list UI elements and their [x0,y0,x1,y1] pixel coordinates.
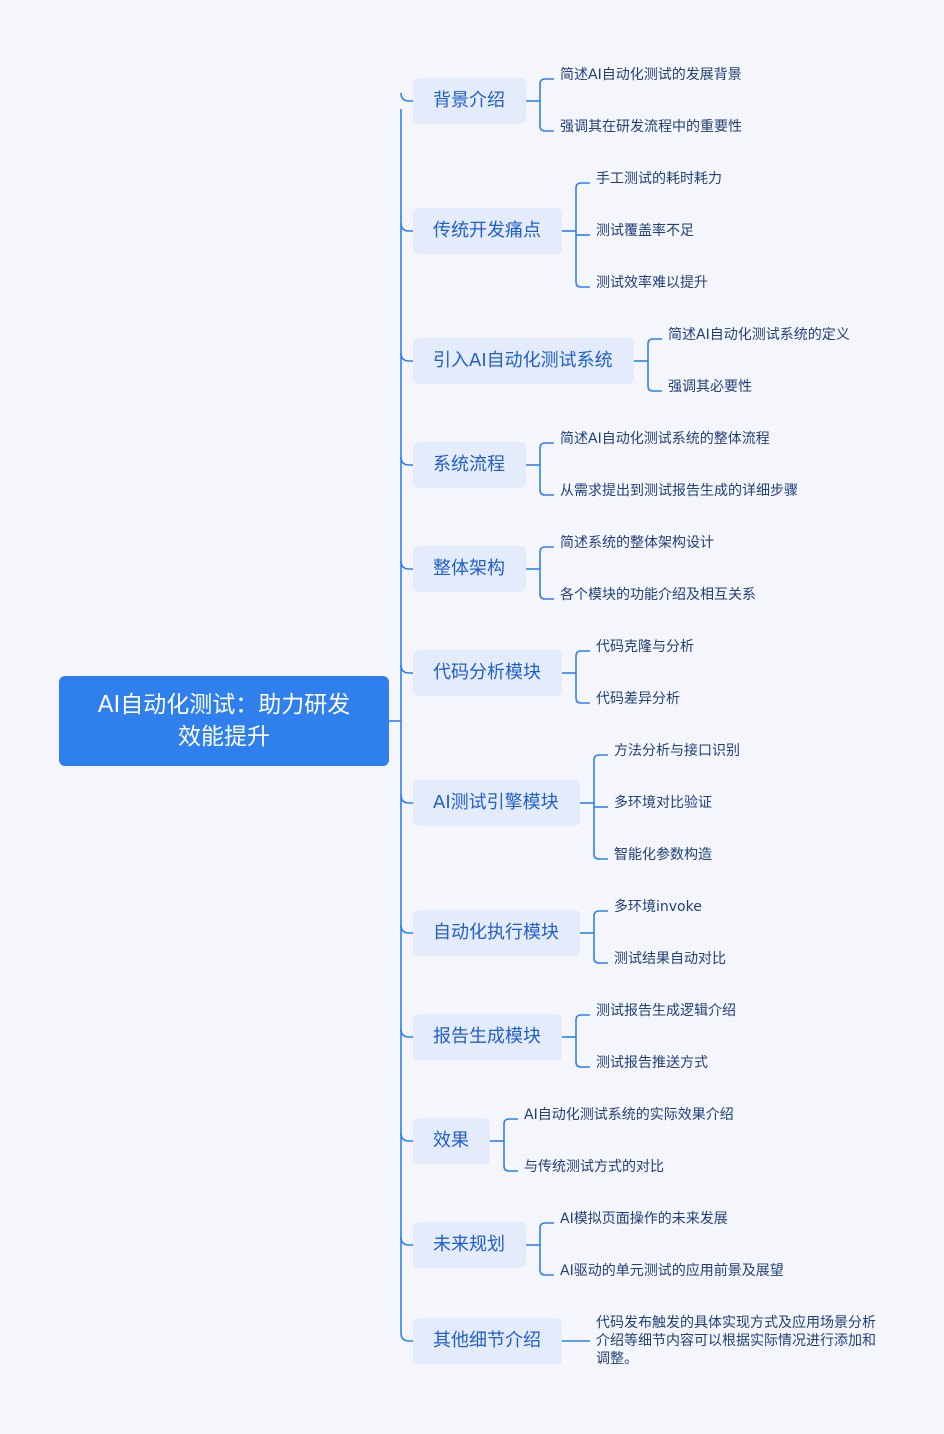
leaf-connector [539,593,554,600]
leaf-node[interactable]: 简述AI自动化测试系统的整体流程 [560,431,770,447]
leaf-node[interactable]: 测试报告生成逻辑介绍 [596,1003,736,1019]
branch-label: 背景介绍 [433,90,505,111]
branch-node[interactable]: 系统流程 [413,442,526,488]
branch-node[interactable]: 整体架构 [413,546,526,592]
branch-node[interactable]: 背景介绍 [413,78,526,124]
branch-label: 报告生成模块 [433,1026,541,1047]
leaf-connector [575,650,590,657]
leaf-node[interactable]: 各个模块的功能介绍及相互关系 [560,587,756,603]
leaf-node[interactable]: AI自动化测试系统的实际效果介绍 [524,1107,734,1123]
leaf-node[interactable]: 从需求提出到测试报告生成的详细步骤 [560,483,798,499]
leaf-node[interactable]: 简述AI自动化测试的发展背景 [560,67,742,83]
leaf-node[interactable]: AI模拟页面操作的未来发展 [560,1211,728,1227]
branch-node[interactable]: 报告生成模块 [413,1014,562,1060]
leaf-node[interactable]: 测试结果自动对比 [614,951,726,967]
leaf-connector [539,125,554,132]
leaf-connector [575,281,590,288]
branch-label: 传统开发痛点 [433,220,541,241]
branch-connector [400,222,413,232]
branch-node[interactable]: 其他细节介绍 [413,1318,562,1364]
branch-connector [400,1028,413,1038]
leaf-node[interactable]: 代码克隆与分析 [596,639,694,655]
leaf-node[interactable]: 强调其必要性 [668,379,752,395]
branch-connector [400,1236,413,1246]
leaf-connector [539,78,554,85]
leaf-connector [539,1222,554,1229]
leaf-node[interactable]: 多环境对比验证 [614,795,712,811]
branch-label: 效果 [433,1130,469,1151]
branch-label: 自动化执行模块 [433,922,559,943]
leaf-connector [539,489,554,496]
branch-label: 未来规划 [433,1234,505,1255]
leaf-node[interactable]: 手工测试的耗时耗力 [596,171,722,187]
leaf-node[interactable]: 测试效率难以提升 [596,275,708,291]
leaf-connector [539,1269,554,1276]
branch-label: AI测试引擎模块 [433,792,559,813]
branch-label: 代码分析模块 [433,662,541,683]
branch-node[interactable]: 自动化执行模块 [413,910,580,956]
leaf-connector [647,338,662,345]
leaf-node[interactable]: 测试覆盖率不足 [596,223,694,239]
leaf-node[interactable]: 代码差异分析 [596,691,680,707]
leaf-node[interactable]: 代码发布触发的具体实现方式及应用场景分析介绍等细节内容可以根据实际情况进行添加和… [596,1315,876,1367]
leaf-node[interactable]: AI驱动的单元测试的应用前景及展望 [560,1263,784,1279]
branch-connector [400,1332,413,1342]
branch-label: 系统流程 [433,454,505,475]
root-node[interactable]: AI自动化测试：助力研发效能提升 [59,676,389,766]
leaf-node[interactable]: 简述AI自动化测试系统的定义 [668,327,850,343]
leaf-connector [575,1061,590,1068]
leaf-connector [503,1118,518,1125]
leaf-connector [647,385,662,392]
leaf-node[interactable]: 智能化参数构造 [614,847,712,863]
branch-connector [400,664,413,674]
branch-connector [400,794,413,804]
branch-node[interactable]: 未来规划 [413,1222,526,1268]
branch-connector [400,456,413,466]
branch-node[interactable]: 传统开发痛点 [413,208,562,254]
leaf-connector [503,1165,518,1172]
leaf-connector [593,853,608,860]
leaf-node[interactable]: 测试报告推送方式 [596,1055,708,1071]
leaf-node[interactable]: 简述系统的整体架构设计 [560,535,714,551]
leaf-connector [539,546,554,553]
branch-connector [400,560,413,570]
leaf-connector [593,957,608,964]
branch-connector [400,1132,413,1142]
leaf-connector [575,182,590,189]
branch-connector [400,352,413,362]
leaf-node[interactable]: 强调其在研发流程中的重要性 [560,119,742,135]
leaf-connector [539,442,554,449]
branch-connector [400,924,413,934]
leaf-node[interactable]: 与传统测试方式的对比 [524,1159,664,1175]
leaf-connector [575,697,590,704]
branch-label: 整体架构 [433,558,505,579]
branch-node[interactable]: 代码分析模块 [413,650,562,696]
leaf-node[interactable]: 方法分析与接口识别 [614,743,740,759]
leaf-connector [575,1014,590,1021]
leaf-node[interactable]: 多环境invoke [614,899,702,915]
branch-node[interactable]: 引入AI自动化测试系统 [413,338,634,384]
branch-node[interactable]: AI测试引擎模块 [413,780,580,826]
branch-connector [400,92,413,102]
branch-node[interactable]: 效果 [413,1118,490,1164]
branch-label: 其他细节介绍 [433,1330,541,1351]
root-title: AI自动化测试：助力研发效能提升 [97,692,351,750]
branch-label: 引入AI自动化测试系统 [433,350,613,371]
leaf-connector [593,754,608,761]
leaf-connector [593,910,608,917]
